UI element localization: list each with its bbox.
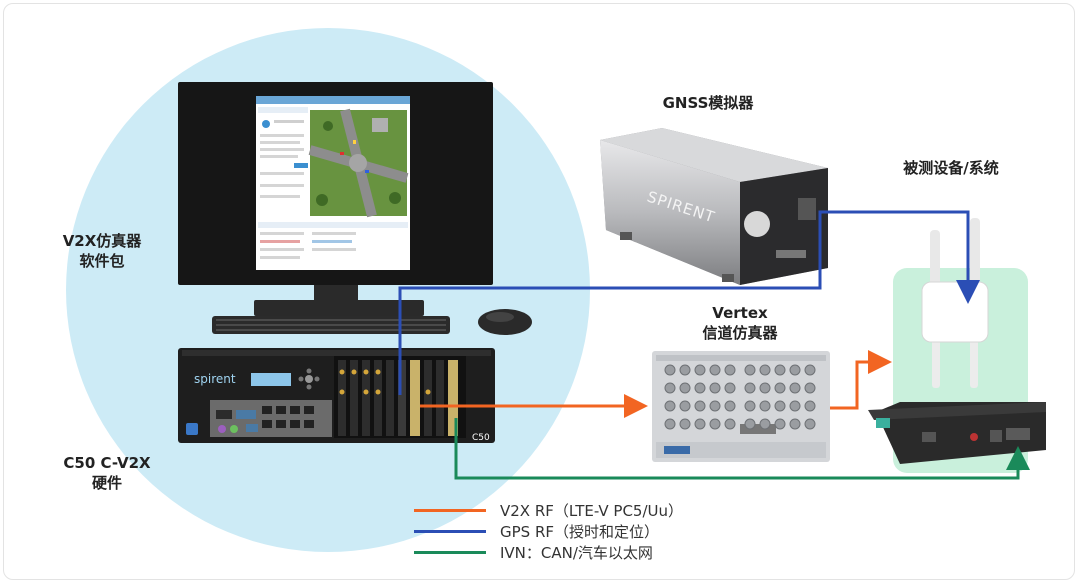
software-label-line2: 软件包 <box>79 252 125 270</box>
legend-swatch-gps-rf <box>414 529 486 533</box>
rf-port <box>804 364 816 376</box>
rf-port <box>744 400 756 412</box>
rf-port <box>694 418 706 430</box>
rf-port <box>724 364 736 376</box>
power-button <box>186 423 198 435</box>
legend-label-gps-rf: GPS RF（授时和定位） <box>500 522 660 541</box>
rf-port <box>664 400 676 412</box>
hardware-label-line2: 硬件 <box>91 474 122 492</box>
gps-rf-line <box>398 210 980 395</box>
gnss-simulator <box>600 128 828 285</box>
rf-port <box>679 382 691 394</box>
software-label-line1: V2X仿真器 <box>62 232 142 250</box>
ivn-line <box>454 418 1030 480</box>
rf-port <box>724 418 736 430</box>
rf-port <box>789 364 801 376</box>
rf-port <box>759 418 771 430</box>
rf-port <box>694 382 706 394</box>
rf-port <box>679 418 691 430</box>
legend-item-gps-rf: GPS RF（授时和定位） <box>414 521 659 541</box>
dut-label: 被测设备/系统 <box>903 159 999 177</box>
rf-port <box>774 418 786 430</box>
legend-label-v2x-rf: V2X RF（LTE-V PC5/Uu） <box>500 501 683 520</box>
keyboard <box>212 316 450 334</box>
rf-port <box>679 364 691 376</box>
legend-swatch-ivn <box>414 550 486 554</box>
rf-port <box>664 364 676 376</box>
dut-box <box>868 402 1046 464</box>
rf-port <box>759 382 771 394</box>
monitor <box>178 82 493 316</box>
rf-port <box>709 418 721 430</box>
v2x-rf-line-2 <box>830 350 892 410</box>
rf-port <box>724 400 736 412</box>
c50-chassis <box>178 348 495 443</box>
rf-port <box>759 364 771 376</box>
spirent-logo: spirent <box>194 372 236 386</box>
c50-tag: C50 <box>472 433 490 443</box>
rf-port <box>724 382 736 394</box>
rf-port <box>774 382 786 394</box>
legend-label-ivn: IVN：CAN/汽车以太网 <box>500 543 653 562</box>
legend-swatch-v2x-rf <box>414 508 486 512</box>
rf-port <box>709 382 721 394</box>
hardware-label: C50 C-V2X 硬件 <box>52 453 162 493</box>
vertex-emulator <box>652 351 830 462</box>
rf-port <box>804 382 816 394</box>
legend-item-ivn: IVN：CAN/汽车以太网 <box>414 542 653 562</box>
rf-port <box>709 400 721 412</box>
rf-port <box>664 382 676 394</box>
rf-port <box>774 400 786 412</box>
rf-port <box>789 382 801 394</box>
rf-port <box>774 364 786 376</box>
rf-port <box>664 418 676 430</box>
rf-port <box>679 400 691 412</box>
vertex-label-line1: Vertex <box>712 304 768 322</box>
diagram-frame <box>3 3 1075 580</box>
rf-port <box>804 418 816 430</box>
rf-port <box>759 400 771 412</box>
lcd-display <box>251 373 291 386</box>
rf-port <box>789 400 801 412</box>
rf-port <box>709 364 721 376</box>
vertex-label-line2: 信道仿真器 <box>702 324 778 342</box>
rf-port <box>744 382 756 394</box>
rf-port <box>694 400 706 412</box>
vertex-label: Vertex 信道仿真器 <box>684 303 796 343</box>
software-label: V2X仿真器 软件包 <box>52 231 152 271</box>
hardware-label-line1: C50 C-V2X <box>63 454 151 472</box>
legend-item-v2x-rf: V2X RF（LTE-V PC5/Uu） <box>414 500 683 520</box>
rf-port <box>694 364 706 376</box>
rf-port <box>744 418 756 430</box>
rf-port <box>804 400 816 412</box>
rf-port <box>789 418 801 430</box>
gnss-label: GNSS模拟器 <box>662 94 754 112</box>
vertex-port-grid <box>664 364 816 430</box>
rf-port <box>744 364 756 376</box>
